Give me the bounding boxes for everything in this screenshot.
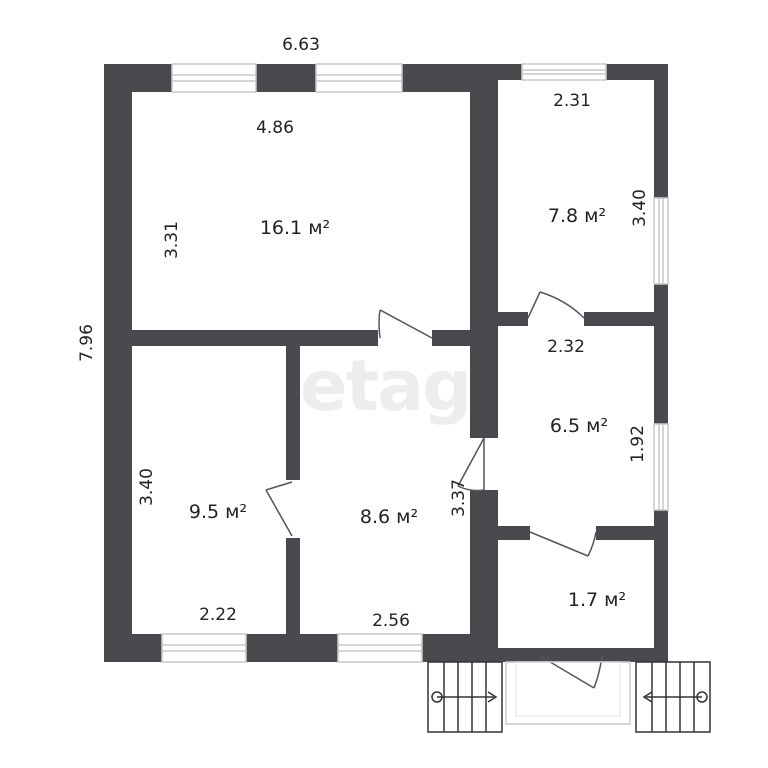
dim-overall-height: 7.96 <box>77 324 97 362</box>
dim-kitchen-width: 2.32 <box>547 337 585 357</box>
wall-bedroom-hall-upper <box>286 330 300 480</box>
room-area-bedroom-sw: 9.5 м² <box>189 501 247 523</box>
stairs-left <box>427 661 503 733</box>
door-living-hall <box>378 309 433 339</box>
dim-bedroom-sw-depth: 3.40 <box>137 468 157 506</box>
arrow-right-icon <box>487 691 498 703</box>
wall-living-south-left <box>104 330 378 346</box>
room-area-bedroom-ne: 7.8 м² <box>548 205 606 227</box>
dim-hall-width: 2.56 <box>372 611 410 631</box>
wall-kitchen-vestibule-left <box>498 526 530 540</box>
door-bedroom-sw <box>265 481 293 537</box>
window-hall-bottom <box>337 633 423 663</box>
door-hall-kitchen <box>457 437 485 492</box>
doors <box>265 291 603 689</box>
dim-living-depth: 3.31 <box>162 221 182 259</box>
window-living-2 <box>315 63 403 93</box>
dim-bedroom-ne-width: 2.31 <box>553 91 591 111</box>
stairs-right <box>635 661 711 733</box>
porch <box>505 661 631 725</box>
wall-east <box>654 64 668 662</box>
wall-west <box>104 64 132 662</box>
dim-bedroom-sw-width: 2.22 <box>199 605 237 625</box>
room-area-hall: 8.6 м² <box>360 506 418 528</box>
door-kitchen-vestibule <box>529 531 597 557</box>
wall-bottom-east <box>490 648 668 662</box>
door-ne-kitchen <box>527 291 585 319</box>
dim-hall-depth: 3.37 <box>449 479 469 517</box>
wall-top-main <box>104 64 470 92</box>
dim-overall-width: 6.63 <box>282 35 320 55</box>
wall-middle-upper <box>470 64 498 438</box>
window-living-1 <box>171 63 257 93</box>
window-bedroom-ne-top <box>521 63 607 81</box>
porch-inner <box>515 661 621 717</box>
room-area-vestibule: 1.7 м² <box>568 589 626 611</box>
wall-middle-lower <box>470 490 498 662</box>
window-bedroom-sw-bottom <box>161 633 247 663</box>
wall-bedroom-hall-lower <box>286 538 300 662</box>
arrow-left-icon <box>642 691 653 703</box>
room-area-kitchen: 6.5 м² <box>550 415 608 437</box>
wall-ne-kitchen-right <box>584 312 668 326</box>
windows <box>161 63 669 663</box>
room-area-living: 16.1 м² <box>260 217 330 239</box>
window-bedroom-ne-east <box>653 197 669 285</box>
dim-kitchen-depth: 1.92 <box>628 425 648 463</box>
window-kitchen-east <box>653 423 669 511</box>
wall-kitchen-vestibule-right <box>596 526 668 540</box>
wall-ne-kitchen-left <box>498 312 528 326</box>
dim-living-width: 4.86 <box>256 118 294 138</box>
porch-landing <box>505 661 631 725</box>
wall-living-south-right <box>432 330 498 346</box>
watermark: etagi <box>300 345 492 427</box>
dim-bedroom-ne-depth: 3.40 <box>630 189 650 227</box>
